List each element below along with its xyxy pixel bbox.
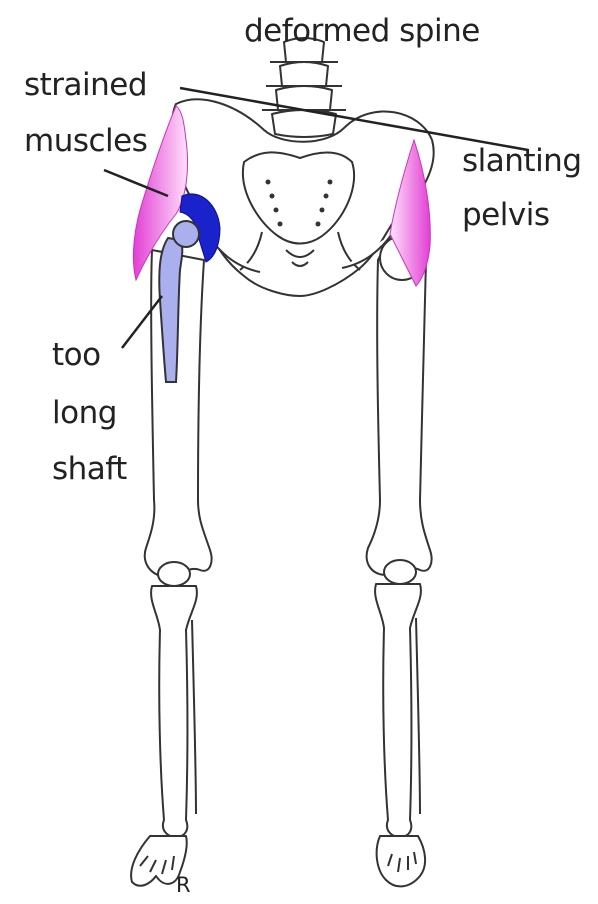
right-femur xyxy=(367,245,432,575)
label-shaft: shaft xyxy=(52,450,127,488)
label-muscles: muscles xyxy=(24,122,147,160)
label-too: too xyxy=(52,336,101,374)
side-marker-r: R xyxy=(176,872,190,898)
spine xyxy=(262,38,346,137)
implant-head xyxy=(173,221,199,247)
label-long: long xyxy=(52,394,117,432)
label-strained: strained xyxy=(24,66,147,104)
label-deformed-spine: deformed spine xyxy=(244,12,480,50)
right-foot xyxy=(377,836,425,886)
label-pelvis: pelvis xyxy=(462,196,549,234)
right-tibia xyxy=(375,584,421,836)
left-tibia xyxy=(151,586,197,836)
label-slanting: slanting xyxy=(462,142,582,180)
